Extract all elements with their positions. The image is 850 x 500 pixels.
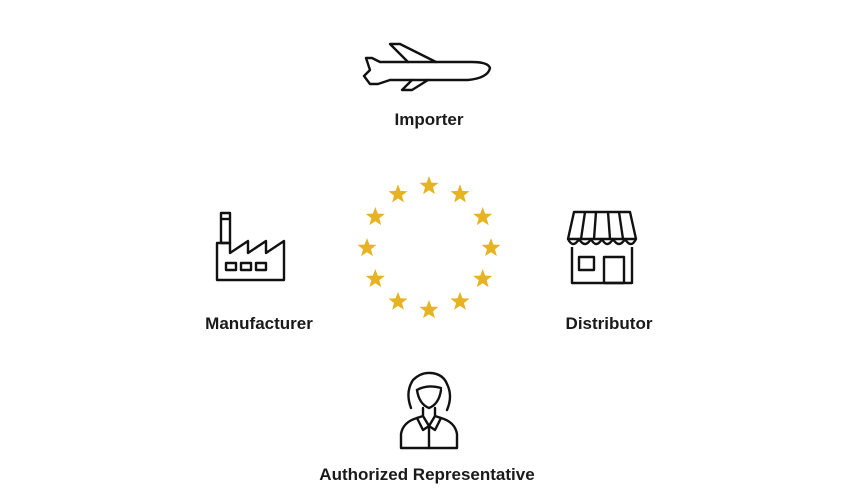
star-icon (419, 176, 439, 195)
manufacturer-label: Manufacturer (205, 314, 313, 333)
storefront-icon (566, 210, 638, 285)
distributor-label: Distributor (565, 314, 653, 333)
star-icon (388, 184, 408, 203)
authorized-representative-label: Authorized Representative (319, 465, 535, 484)
star-icon (365, 269, 385, 288)
star-icon (450, 184, 470, 203)
distributor-node (566, 209, 638, 287)
airplane-icon (362, 42, 492, 92)
star-icon (419, 300, 439, 319)
star-icon (357, 238, 377, 257)
star-icon (481, 238, 501, 257)
eu-stars-center (345, 168, 513, 328)
eu-stars-icon (357, 176, 501, 319)
star-icon (473, 207, 493, 226)
star-icon (450, 291, 470, 310)
person-icon (399, 371, 459, 450)
importer-label: Importer (394, 110, 464, 129)
star-icon (388, 291, 408, 310)
importer-node (360, 40, 495, 95)
factory-icon (215, 211, 286, 282)
authorized-representative-node (397, 370, 461, 452)
star-icon (473, 269, 493, 288)
star-icon (365, 207, 385, 226)
manufacturer-node (214, 209, 288, 284)
